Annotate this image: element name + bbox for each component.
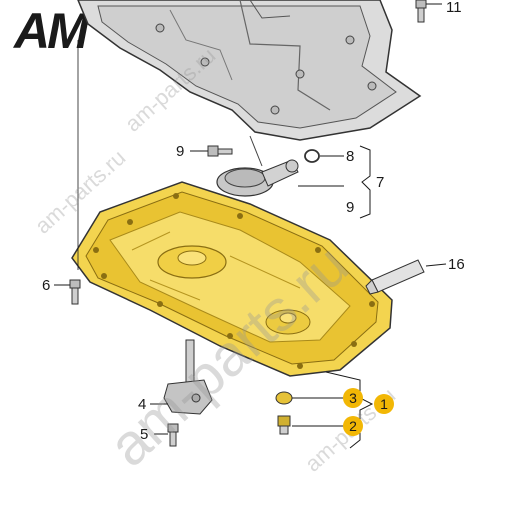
o-ring-8-illustration [304,149,320,163]
oil-level-sensor-4-illustration [163,339,213,415]
callout-9-bolt: 9 [176,143,185,160]
callout-4: 4 [138,396,147,413]
bolt-5-illustration [167,423,179,447]
callout-6: 6 [42,277,51,294]
callout-8: 8 [346,148,355,165]
engine-block-illustration [77,0,422,141]
callout-5: 5 [140,426,149,443]
callout-16: 16 [448,256,465,273]
sealant-tube-16-illustration [365,259,425,295]
washer-3-illustration [275,391,293,405]
callout-9-pickup: 9 [346,199,355,216]
oil-pickup-assembly-illustration [216,135,299,197]
logo-main-text: AM [14,3,89,59]
callout-11: 11 [446,0,462,16]
leader-lines [54,40,447,449]
callout-2-highlighted: 2 [343,416,363,436]
callout-3-highlighted: 3 [343,388,363,408]
bolt-6-illustration [69,279,81,305]
drain-plug-2-illustration [277,415,291,435]
bolt-11-illustration [415,0,442,23]
bolt-9-illustration [207,145,233,157]
oil-pan-illustration [71,181,393,377]
callout-7: 7 [376,174,385,191]
callout-1-highlighted: 1 [374,394,394,414]
